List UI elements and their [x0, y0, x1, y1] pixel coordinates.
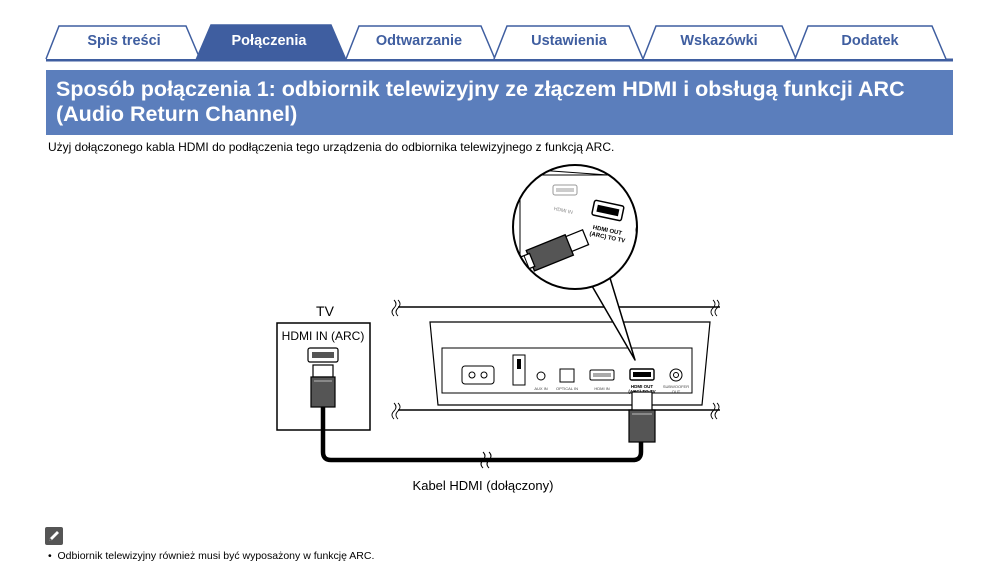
tab-ustawienia[interactable]: Ustawienia	[531, 33, 607, 49]
zoom-subwoofer-jack-icon	[635, 221, 637, 239]
cable-label: Kabel HDMI (dołączony)	[413, 478, 554, 493]
panel-label-hdmi-out-1: HDMI OUT	[631, 384, 653, 389]
tab-bar-shapes	[45, 24, 953, 62]
tab-shape-spis-tresci	[45, 25, 201, 60]
aux-in-jack-icon	[536, 371, 546, 381]
break-mark-top-left	[391, 299, 401, 317]
panel-label-aux-in: AUX IN	[534, 386, 547, 391]
intro-text: Użyj dołączonego kabla HDMI do podłączen…	[48, 140, 615, 154]
tv-port-label: HDMI IN (ARC)	[282, 329, 365, 343]
section-banner: Sposób połączenia 1: odbiornik telewizyj…	[46, 70, 953, 135]
note-text: • Odbiornik telewizyjny również musi być…	[48, 550, 375, 562]
connection-diagram: TV HDMI IN (ARC) Kabel HDMI (dołączony)	[270, 160, 740, 500]
tab-shape-odtwarzanie	[345, 25, 496, 60]
panel-hdmi-in-port-icon	[589, 369, 615, 381]
tab-dodatek[interactable]: Dodatek	[841, 33, 899, 49]
panel-hdmi-out-port-icon	[629, 368, 655, 381]
subwoofer-jack-icon	[669, 368, 683, 382]
tv-label: TV	[316, 303, 335, 319]
zoom-hdmi-out-port-icon	[591, 199, 625, 222]
mount-slot-icon	[512, 354, 526, 386]
zoom-label-subwoofer: SUBWOOFER	[641, 251, 658, 284]
cable-break-mark	[480, 451, 492, 469]
tab-shape-wskazowki	[642, 25, 797, 60]
connection-diagram-svg: TV HDMI IN (ARC) Kabel HDMI (dołączony)	[276, 164, 720, 493]
tab-wskazowki[interactable]: Wskazówki	[680, 33, 758, 49]
break-mark-bottom-right	[710, 402, 720, 420]
zoom-callout-pointer	[591, 277, 636, 361]
pencil-icon	[45, 527, 63, 545]
page-title-line1: Sposób połączenia 1: odbiornik telewizyj…	[56, 77, 905, 101]
zoom-label-hdmi-in: HDMI IN	[553, 206, 573, 216]
tv-hdmi-plug-icon	[310, 364, 336, 408]
zoom-callout: HDMI IN HDMI OUT (ARC) TO TV SUBWOOFER	[512, 164, 658, 290]
panel-label-optical-in: OPTICAL IN	[556, 386, 578, 391]
page-title-line2: (Audio Return Channel)	[56, 102, 298, 126]
hdmi-cable	[320, 407, 644, 463]
panel-label-subwoofer-2: OUT	[672, 389, 681, 394]
note-text-content: Odbiornik telewizyjny również musi być w…	[57, 550, 375, 562]
tv-hdmi-port-icon	[307, 347, 339, 363]
zoom-circle-border	[512, 164, 638, 290]
tab-shape-polaczenia	[194, 24, 348, 61]
power-inlet-icon	[461, 365, 495, 385]
tab-shape-ustawienia	[493, 25, 644, 60]
break-mark-bottom-left	[391, 402, 401, 420]
panel-label-hdmi-in: HDMI IN	[594, 386, 609, 391]
page-title: Sposób połączenia 1: odbiornik telewizyj…	[56, 77, 943, 127]
break-mark-top-right	[710, 299, 720, 317]
tab-odtwarzanie[interactable]: Odtwarzanie	[375, 33, 463, 49]
tab-shape-dodatek	[794, 25, 947, 60]
optical-in-port-icon	[559, 368, 575, 383]
soundbar-hdmi-plug-icon	[628, 391, 656, 443]
tab-spis-tresci[interactable]: Spis treści	[87, 33, 161, 49]
zoom-hdmi-in-port-icon	[552, 184, 578, 196]
tab-bar: Spis treści Połączenia Odtwarzanie Ustaw…	[0, 0, 994, 64]
panel-label-subwoofer-1: SUBWOOFER	[663, 384, 689, 389]
tab-polaczenia[interactable]: Połączenia	[231, 33, 307, 49]
